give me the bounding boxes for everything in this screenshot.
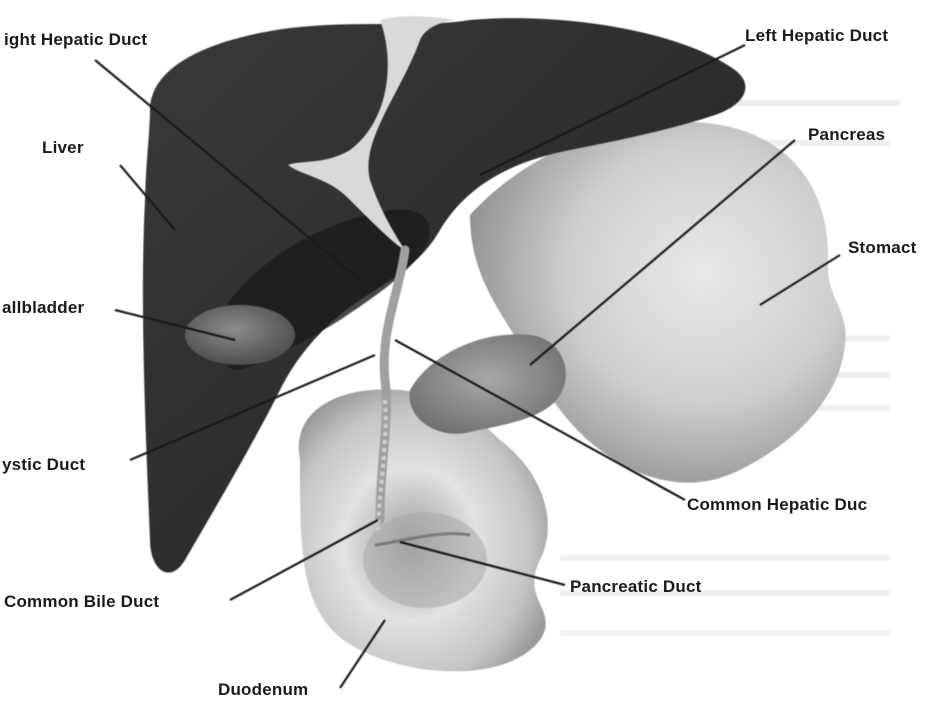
label-pancreas: Pancreas: [808, 125, 885, 145]
label-pancreatic-duct: Pancreatic Duct: [570, 577, 702, 597]
label-right-hepatic-duct: ight Hepatic Duct: [4, 30, 147, 50]
label-gallbladder: allbladder: [2, 298, 84, 318]
label-stomach: Stomact: [848, 238, 916, 258]
label-liver: Liver: [42, 138, 84, 158]
gallbladder-shape: [185, 305, 295, 365]
label-cystic-duct: ystic Duct: [2, 455, 85, 475]
pancreas-shape: [410, 334, 566, 433]
label-common-hepatic-duct: Common Hepatic Duc: [687, 495, 867, 515]
label-duodenum: Duodenum: [218, 680, 308, 700]
label-left-hepatic-duct: Left Hepatic Duct: [745, 26, 888, 46]
stomach-shape: [470, 122, 846, 483]
label-common-bile-duct: Common Bile Duct: [4, 592, 159, 612]
